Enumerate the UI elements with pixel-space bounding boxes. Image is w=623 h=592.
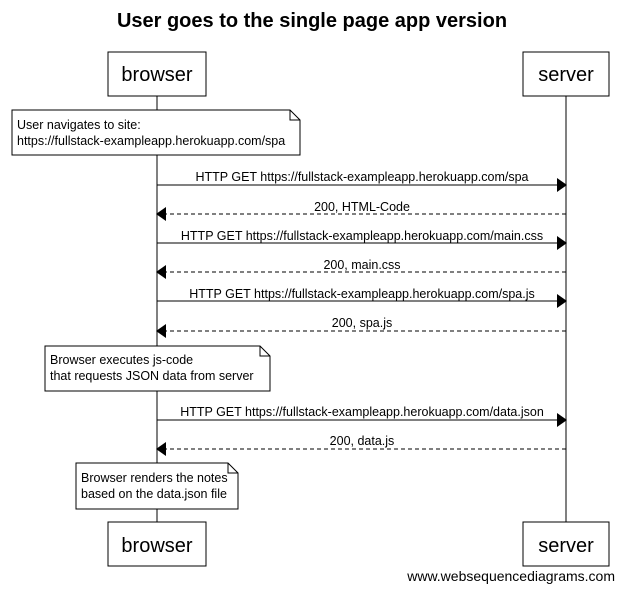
- message-get-spa: HTTP GET https://fullstack-exampleapp.he…: [157, 170, 567, 192]
- message-label: HTTP GET https://fullstack-exampleapp.he…: [180, 405, 544, 419]
- actor-browser-label: browser: [121, 64, 192, 86]
- note-line: that requests JSON data from server: [50, 369, 254, 383]
- message-label: 200, data.js: [330, 434, 395, 448]
- note-line: User navigates to site:: [17, 118, 141, 132]
- message-200-data-js: 200, data.js: [156, 434, 566, 456]
- actor-browser-top: browser: [107, 51, 207, 97]
- message-label: HTTP GET https://fullstack-exampleapp.he…: [195, 170, 528, 184]
- note-line: Browser executes js-code: [50, 353, 193, 367]
- note-line: https://fullstack-exampleapp.herokuapp.c…: [17, 134, 285, 148]
- footer-watermark: www.websequencediagrams.com: [406, 568, 615, 584]
- actor-browser-label: browser: [121, 535, 192, 557]
- note-line: Browser renders the notes: [81, 471, 228, 485]
- diagram-title: User goes to the single page app version: [117, 10, 507, 32]
- message-200-spa-js: 200, spa.js: [156, 316, 566, 338]
- note-line: based on the data.json file: [81, 487, 227, 501]
- message-label: 200, main.css: [323, 258, 400, 272]
- message-get-data-json: HTTP GET https://fullstack-exampleapp.he…: [157, 405, 567, 427]
- actor-server-label: server: [538, 535, 594, 557]
- actor-server-top: server: [522, 51, 610, 97]
- message-200-html: 200, HTML-Code: [156, 200, 566, 221]
- actor-server-label: server: [538, 64, 594, 86]
- note-navigate: User navigates to site: https://fullstac…: [11, 109, 301, 156]
- message-label: HTTP GET https://fullstack-exampleapp.he…: [189, 287, 535, 301]
- message-200-main-css: 200, main.css: [156, 258, 566, 279]
- actor-server-bottom: server: [522, 521, 610, 567]
- message-get-main-css: HTTP GET https://fullstack-exampleapp.he…: [157, 229, 567, 250]
- message-label: HTTP GET https://fullstack-exampleapp.he…: [181, 229, 543, 243]
- message-get-spa-js: HTTP GET https://fullstack-exampleapp.he…: [157, 287, 567, 308]
- note-executes-js: Browser executes js-code that requests J…: [44, 345, 271, 392]
- actor-browser-bottom: browser: [107, 521, 207, 567]
- note-renders-notes: Browser renders the notes based on the d…: [75, 462, 239, 510]
- message-label: 200, spa.js: [332, 316, 392, 330]
- message-label: 200, HTML-Code: [314, 200, 410, 214]
